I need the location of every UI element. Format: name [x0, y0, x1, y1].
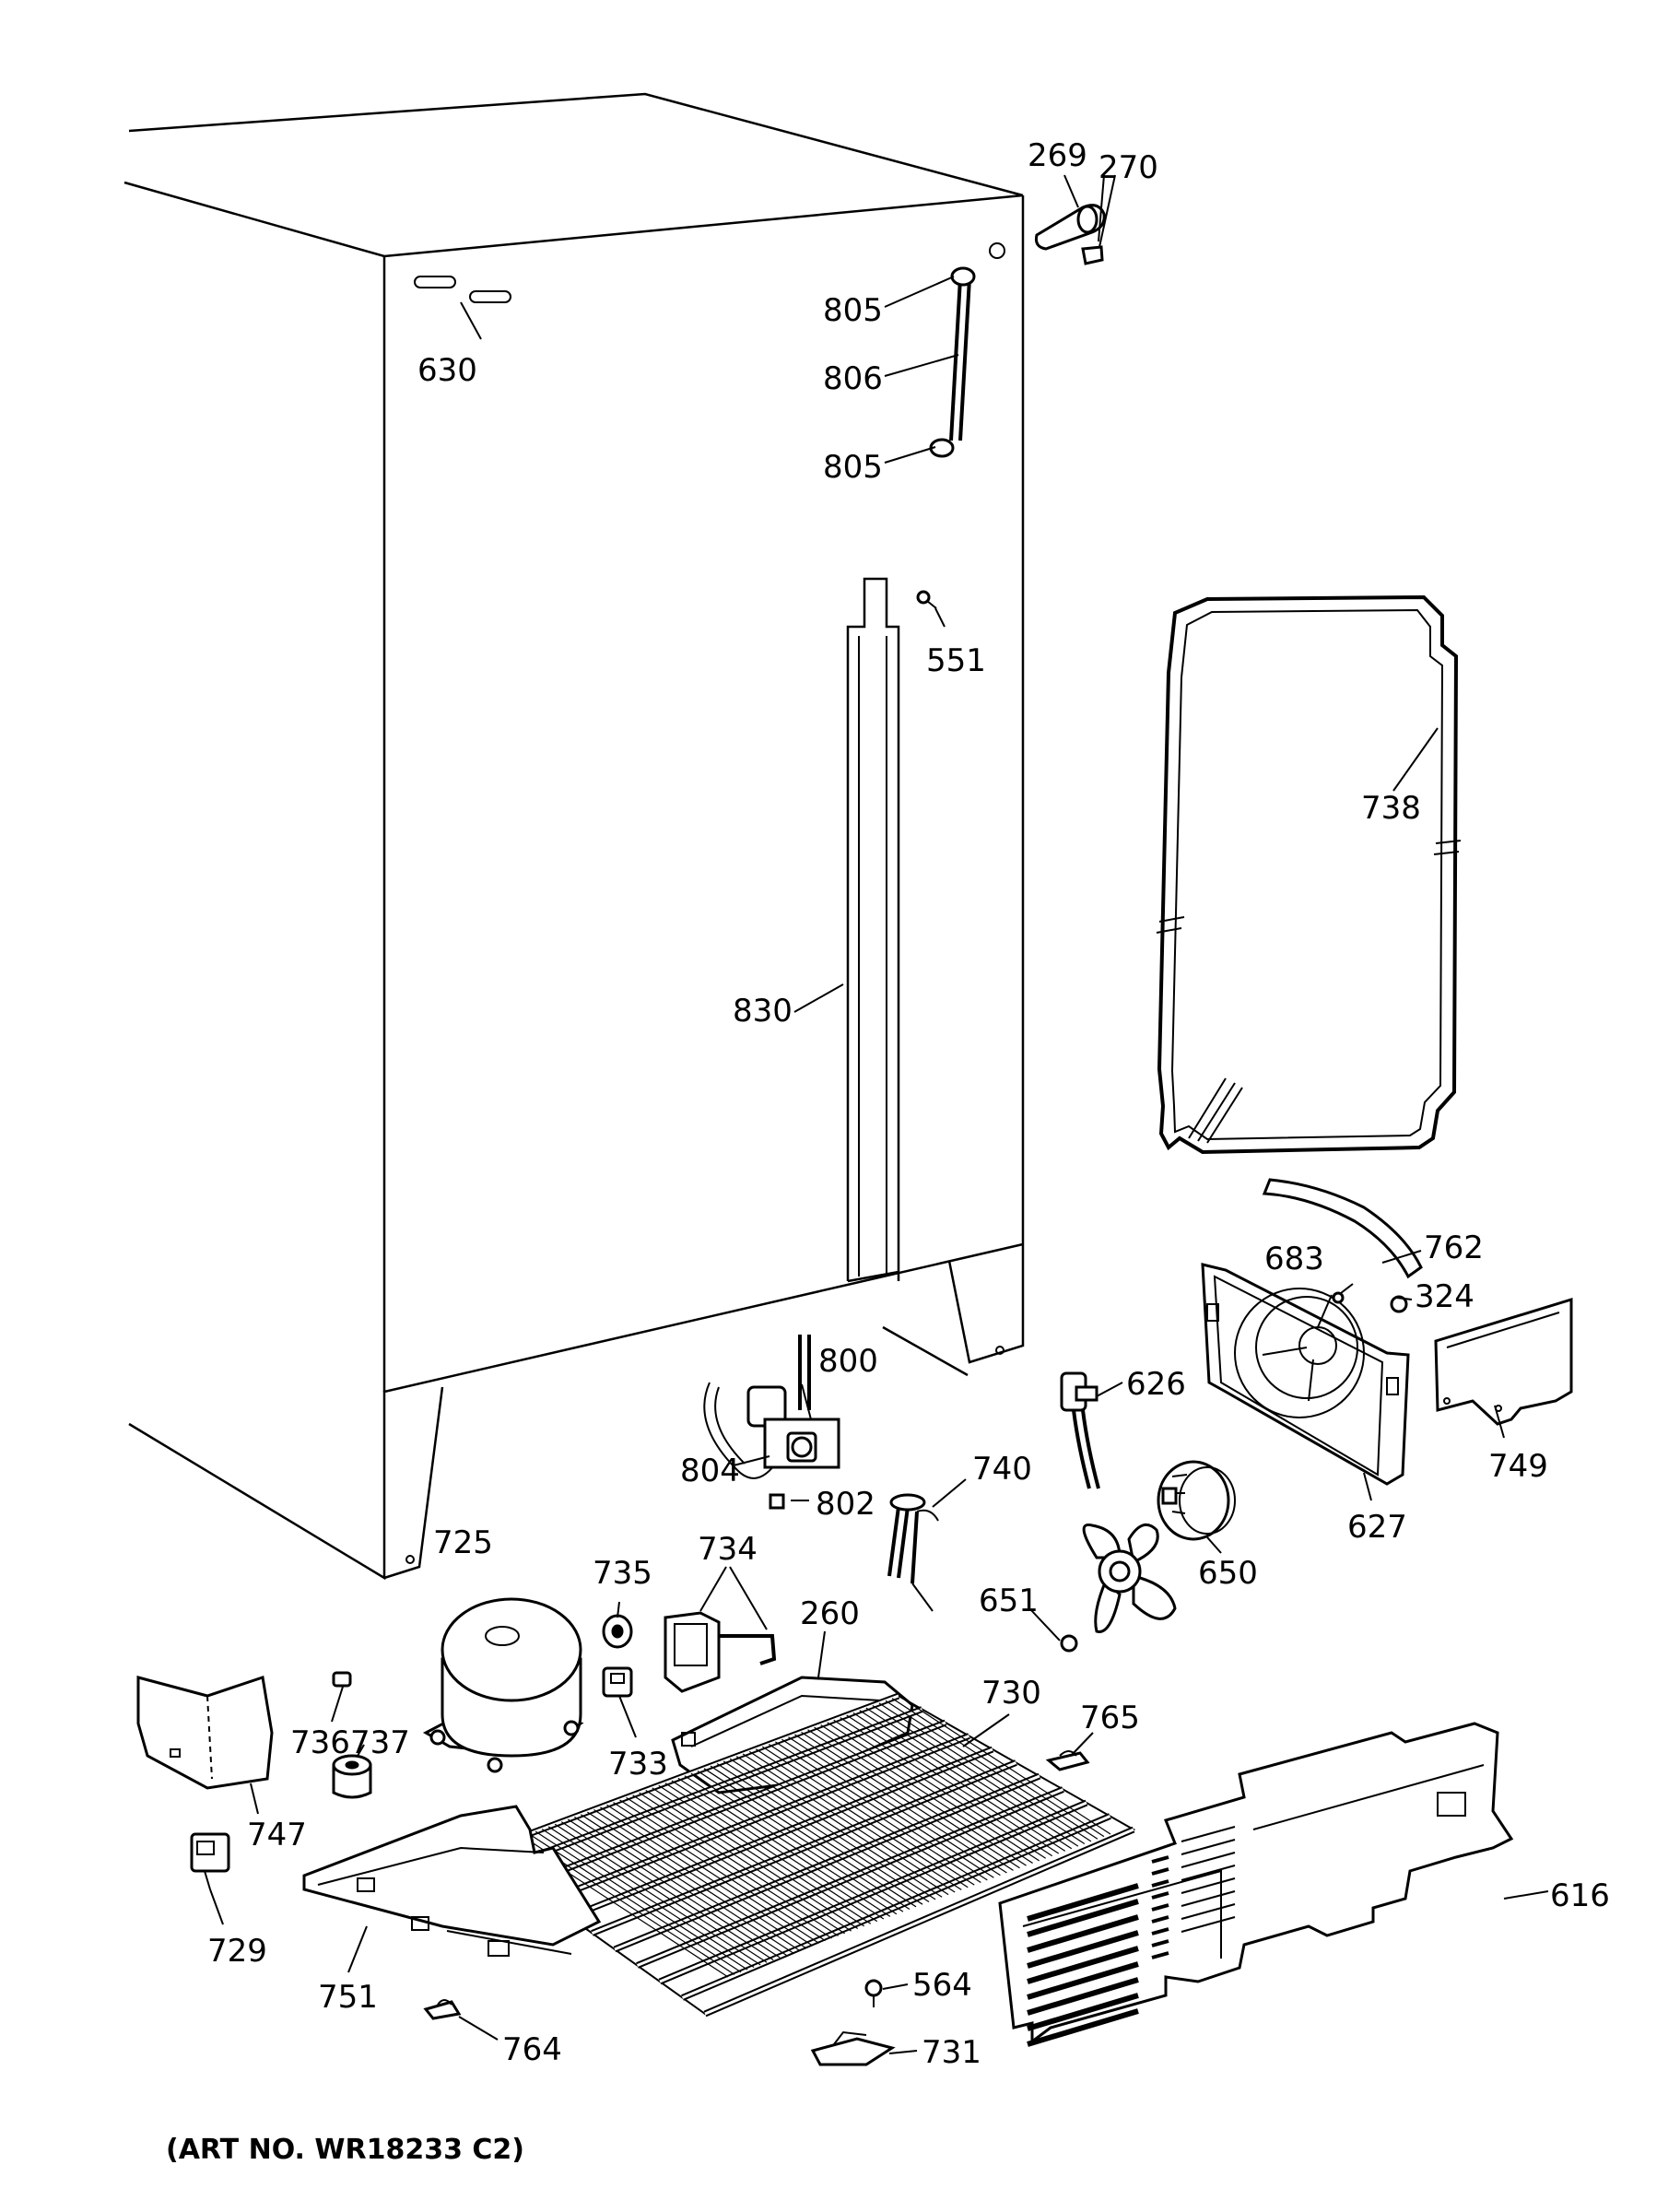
part-683-screw [1332, 1283, 1354, 1304]
part-324-screw [1390, 1295, 1408, 1313]
label-324: 324 [1415, 1278, 1474, 1315]
leader-lines [209, 174, 1549, 2054]
label-830: 830 [733, 993, 793, 1030]
label-730: 730 [981, 1675, 1041, 1712]
art-number: (ART NO. WR18233 C2) [166, 2134, 524, 2166]
compressor [422, 1597, 584, 1773]
label-736: 736 [290, 1724, 350, 1761]
refrigerator-cabinet [123, 92, 1025, 1581]
fan-motor [1157, 1460, 1236, 1541]
label-270: 270 [1098, 149, 1158, 186]
label-564: 564 [912, 1967, 972, 2004]
part-762-strip [1262, 1178, 1423, 1279]
part-labels: 269 270 630 805 806 805 551 738 830 762 … [166, 137, 1610, 2166]
fan-blade [1060, 1523, 1177, 1653]
label-734: 734 [698, 1531, 758, 1568]
label-551: 551 [926, 642, 986, 679]
label-804: 804 [680, 1453, 740, 1489]
label-764: 764 [502, 2031, 562, 2068]
label-731: 731 [922, 2034, 981, 2071]
front-grille [998, 1722, 1514, 2047]
label-725: 725 [433, 1524, 493, 1561]
label-765: 765 [1080, 1700, 1140, 1736]
label-737: 737 [350, 1724, 410, 1761]
label-800: 800 [818, 1343, 878, 1380]
part-733-relay [602, 1666, 633, 1698]
part-737-grommet [332, 1754, 372, 1799]
part-735-grommet [602, 1614, 633, 1649]
part-736-clip [332, 1671, 352, 1688]
part-626 [1060, 1371, 1100, 1489]
label-626: 626 [1126, 1366, 1186, 1403]
label-762: 762 [1424, 1230, 1484, 1266]
label-738: 738 [1361, 790, 1421, 827]
part-765-clip [1045, 1750, 1090, 1771]
part-564-screw [864, 1979, 883, 2007]
part-734-start-device [664, 1611, 777, 1693]
label-733: 733 [608, 1746, 668, 1783]
part-731-bracket [810, 2030, 896, 2066]
label-260: 260 [800, 1595, 860, 1632]
label-627: 627 [1347, 1509, 1407, 1546]
label-805-bottom: 805 [823, 449, 883, 486]
label-651: 651 [979, 1583, 1039, 1619]
label-751: 751 [318, 1979, 378, 2016]
base-pan [302, 1805, 602, 1957]
label-683: 683 [1264, 1241, 1324, 1277]
door-gasket [1156, 594, 1462, 1155]
label-729: 729 [207, 1933, 267, 1970]
label-630: 630 [417, 352, 477, 389]
label-616: 616 [1550, 1877, 1610, 1914]
part-764-clip [423, 1999, 462, 2020]
water-valve-assembly [703, 1335, 840, 1510]
part-740 [887, 1493, 939, 1612]
part-270-clip [1081, 245, 1104, 265]
condenser-coil [476, 1692, 1136, 2018]
label-806: 806 [823, 360, 883, 397]
part-749-cover [1434, 1297, 1573, 1426]
label-650: 650 [1198, 1555, 1258, 1592]
part-747-cover [136, 1676, 274, 1790]
label-740: 740 [972, 1451, 1032, 1488]
part-729-block [190, 1832, 230, 1890]
label-747: 747 [247, 1817, 307, 1853]
label-802: 802 [816, 1486, 875, 1523]
fan-shroud [1201, 1263, 1410, 1486]
label-749: 749 [1488, 1448, 1548, 1485]
part-551-screw [916, 590, 937, 609]
part-269-nozzle [1035, 204, 1106, 251]
label-805-top: 805 [823, 292, 883, 329]
label-269: 269 [1028, 137, 1087, 174]
label-735: 735 [593, 1555, 652, 1592]
